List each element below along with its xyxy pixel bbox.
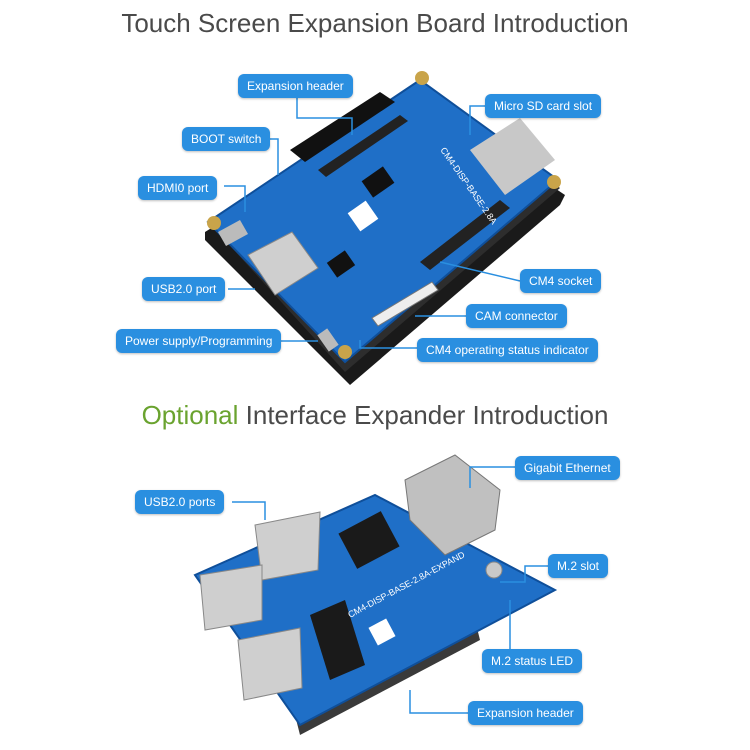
m2-slot-component	[310, 600, 365, 680]
callout-gigabit-ethernet: Gigabit Ethernet	[515, 456, 620, 480]
usb-port-component	[247, 231, 319, 296]
callout-expansion-header-2: Expansion header	[468, 701, 583, 725]
callout-cam-connector: CAM connector	[466, 304, 567, 328]
section2-title-rest: Interface Expander Introduction	[245, 400, 609, 430]
interface-expander-board: CM4-DISP-BASE-2.8A-EXPAND	[193, 454, 558, 735]
touch-expansion-board: CM4-DISP-BASE-2.8A	[205, 71, 565, 385]
optional-word: Optional	[141, 400, 239, 430]
cam-connector-component	[371, 281, 439, 327]
cm4-socket-component	[420, 200, 510, 270]
callout-m2-slot: M.2 slot	[548, 554, 609, 578]
callout-power-supply: Power supply/Programming	[116, 329, 282, 353]
section1-title: Touch Screen Expansion Board Introductio…	[121, 8, 629, 38]
callout-expansion-header: Expansion header	[238, 74, 353, 98]
callout-cm4-socket: CM4 socket	[520, 269, 602, 293]
expansion-header-component	[290, 92, 395, 162]
callout-micro-sd: Micro SD card slot	[485, 94, 602, 118]
callout-usb20-port: USB2.0 port	[142, 277, 226, 301]
microsd-slot-component	[470, 118, 555, 195]
section2-title: Optional Interface Expander Introduction	[0, 400, 750, 431]
callout-status-indicator: CM4 operating status indicator	[417, 338, 598, 362]
callout-m2-status-led: M.2 status LED	[482, 649, 583, 673]
callout-hdmi0: HDMI0 port	[138, 176, 218, 200]
ethernet-component	[404, 454, 501, 556]
callout-usb20-ports: USB2.0 ports	[135, 490, 225, 514]
callout-boot-switch: BOOT switch	[182, 127, 271, 151]
